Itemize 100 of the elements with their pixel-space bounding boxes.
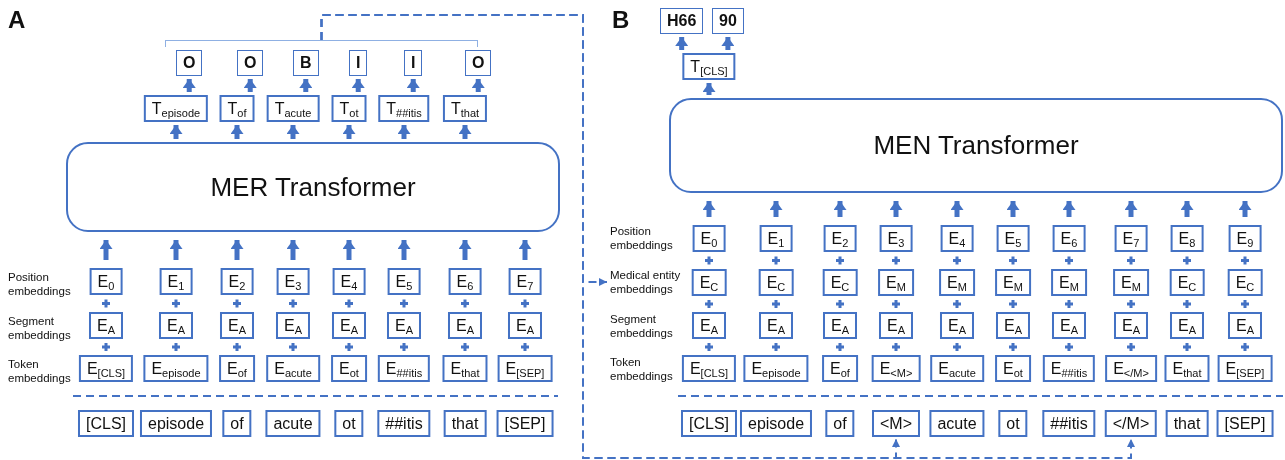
arrow: [702, 83, 716, 95]
token-box: [CLS]: [78, 410, 134, 437]
embedding-box: E$_{M}$: [995, 269, 1031, 296]
token-box: ##itis: [377, 410, 431, 437]
arrow: [299, 79, 313, 92]
embedding-box: E$_{acute}$: [930, 355, 984, 382]
embedding-box: E$_{4}$: [940, 225, 974, 252]
embedding-box: E$_{that}$: [1164, 355, 1210, 382]
row-label: Position embeddings: [610, 224, 674, 252]
embedding-box: E$_{A}$: [276, 312, 310, 339]
embedding-box: E$_{A}$: [448, 312, 482, 339]
embedding-box: E$_{<M>}$: [871, 355, 921, 382]
tag-box: B: [293, 50, 319, 76]
embedding-box: E$_{C}$: [758, 269, 794, 296]
embedding-box: E$_{M}$: [1113, 269, 1149, 296]
arrow: [230, 125, 244, 139]
row-label: Segment embeddings: [610, 312, 674, 340]
embedding-box: E$_{A}$: [159, 312, 193, 339]
tag-box: I: [404, 50, 423, 76]
embedding-box: E$_{0}$: [89, 268, 123, 295]
embedding-box: E$_{M}$: [878, 269, 914, 296]
embedding-box: E$_{M}$: [1051, 269, 1087, 296]
embedding-box: E$_{2}$: [220, 268, 254, 295]
arrow: [182, 79, 196, 92]
panel-letter: B: [612, 6, 630, 34]
arrow: [406, 79, 420, 92]
arrow: [286, 240, 300, 260]
code-box: 90: [712, 8, 744, 34]
embedding-box: E$_{M}$: [939, 269, 975, 296]
output-vector-box: T$_{episode}$: [143, 95, 209, 122]
arrow: [458, 125, 472, 139]
output-vector-box: T$_{of}$: [219, 95, 255, 122]
output-vector-box: T$_{acute}$: [266, 95, 320, 122]
row-label: Token embeddings: [8, 357, 72, 385]
arrow: [769, 201, 783, 217]
token-box: ot: [998, 410, 1028, 437]
embedding-box: E$_{##itis}$: [377, 355, 431, 382]
embedding-box: E$_{A}$: [823, 312, 857, 339]
arrow: [675, 37, 689, 50]
row-label: Segment embeddings: [8, 314, 72, 342]
embedding-box: E$_{C}$: [1169, 269, 1205, 296]
embedding-box: E$_{ot}$: [995, 355, 1031, 382]
token-box: ot: [334, 410, 364, 437]
token-box: [SEP]: [496, 410, 554, 437]
tag-box: O: [465, 50, 492, 76]
row-label: Position embeddings: [8, 270, 72, 298]
tag-box: O: [237, 50, 264, 76]
embedding-box: E$_{2}$: [823, 225, 857, 252]
embedding-box: E$_{A}$: [89, 312, 123, 339]
arrow: [458, 240, 472, 260]
arrow: [342, 240, 356, 260]
embedding-box: E$_{[CLS]}$: [681, 355, 737, 382]
embedding-box: E$_{C}$: [691, 269, 727, 296]
arrow: [721, 37, 735, 50]
embedding-box: E$_{episode}$: [143, 355, 209, 382]
embedding-box: E$_{5}$: [387, 268, 421, 295]
output-vector-box: T$_{[CLS]}$: [682, 53, 736, 80]
embedding-box: E$_{episode}$: [743, 355, 809, 382]
embedding-box: E$_{A}$: [879, 312, 913, 339]
token-box: episode: [740, 410, 812, 437]
embedding-box: E$_{3}$: [879, 225, 913, 252]
arrow: [702, 201, 716, 217]
token-box: [SEP]: [1216, 410, 1274, 437]
embedding-box: E$_{acute}$: [266, 355, 320, 382]
embedding-box: E$_{9}$: [1228, 225, 1262, 252]
embedding-box: E$_{A}$: [692, 312, 726, 339]
token-box: </M>: [1104, 410, 1158, 437]
embedding-box: E$_{[SEP]}$: [497, 355, 553, 382]
arrow: [397, 240, 411, 260]
token-box: ##itis: [1042, 410, 1096, 437]
embedding-box: E$_{C}$: [822, 269, 858, 296]
embedding-box: E$_{6}$: [1052, 225, 1086, 252]
embedding-box: E$_{A}$: [759, 312, 793, 339]
embedding-box: E$_{A}$: [1170, 312, 1204, 339]
arrow: [351, 79, 365, 92]
embedding-box: E$_{6}$: [448, 268, 482, 295]
arrow: [518, 240, 532, 260]
arrow: [342, 125, 356, 139]
output-vector-box: T$_{ot}$: [331, 95, 367, 122]
embedding-box: E$_{1}$: [759, 225, 793, 252]
arrow: [1062, 201, 1076, 217]
arrow: [397, 125, 411, 139]
embedding-box: E$_{A}$: [220, 312, 254, 339]
arrow: [833, 201, 847, 217]
token-box: acute: [929, 410, 985, 437]
embedding-box: E$_{5}$: [996, 225, 1030, 252]
token-box: acute: [265, 410, 321, 437]
embedding-box: E$_{of}$: [219, 355, 255, 382]
tag-box: I: [349, 50, 368, 76]
transformer-block: MEN Transformer: [669, 98, 1283, 193]
embedding-box: E$_{A}$: [1052, 312, 1086, 339]
token-box: that: [1165, 410, 1209, 437]
arrow: [99, 240, 113, 260]
output-vector-box: T$_{##itis}$: [378, 95, 430, 122]
embedding-box: E$_{A}$: [332, 312, 366, 339]
embedding-box: E$_{8}$: [1170, 225, 1204, 252]
arrow: [1006, 201, 1020, 217]
panel-letter: A: [8, 6, 26, 34]
embedding-box: E$_{A}$: [1114, 312, 1148, 339]
embedding-box: E$_{0}$: [692, 225, 726, 252]
